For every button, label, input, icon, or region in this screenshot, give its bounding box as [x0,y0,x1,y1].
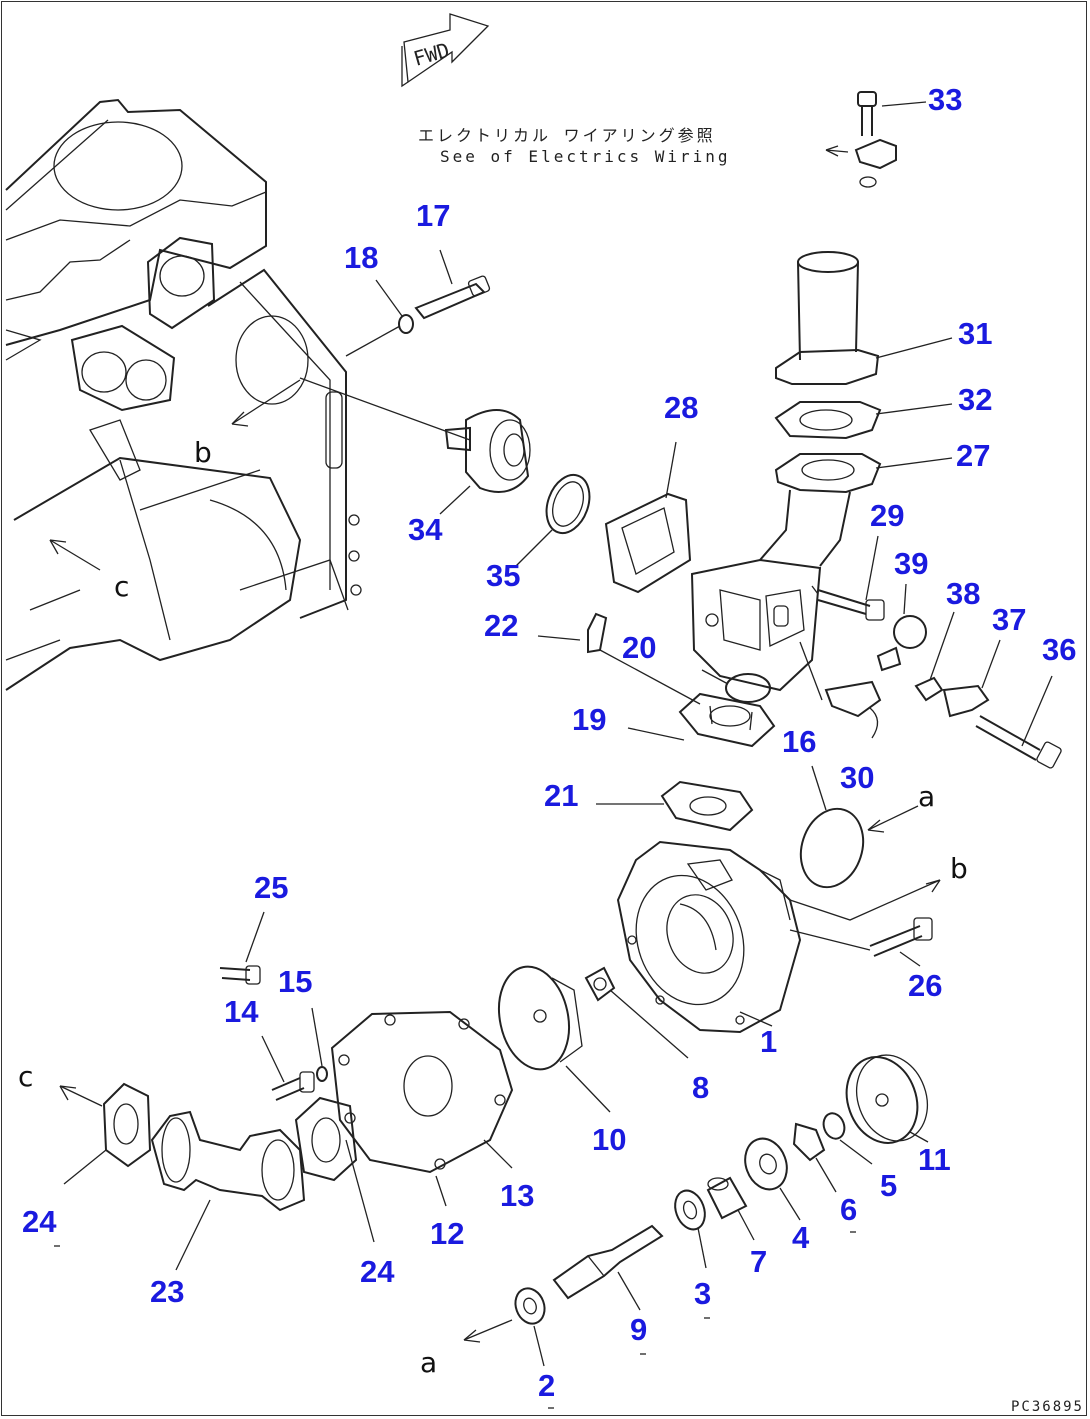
callout-13: 13 [500,1178,534,1213]
callout-33: 33 [928,82,962,117]
wiring-note-japanese: エレクトリカル ワイアリング参照 [418,126,716,145]
connection-c-top: c [114,570,129,603]
callout-17: 17 [416,198,450,233]
callout-26: 26 [908,968,942,1003]
dash-marks [54,1231,856,1409]
part-18-washer [398,314,414,334]
callout-15: 15 [278,964,312,999]
part-11-pulley [845,1054,928,1144]
part-39-plug [893,615,927,649]
part-29-bolt [811,585,885,621]
part-3-bearing [674,1189,706,1231]
callout-8: 8 [692,1070,709,1105]
part-9-shaft [552,1224,664,1300]
callout-2: 2 [538,1368,555,1403]
callout-38: 38 [946,576,980,611]
callout-4: 4 [792,1220,810,1255]
callout-labels: 1 2 3 4 5 6 7 8 9 10 11 12 13 14 15 16 1… [22,82,1076,1403]
connection-c-bottom: c [18,1060,33,1093]
part-27-housing [690,453,882,701]
callout-29: 29 [870,498,904,533]
part-39-washer [876,646,902,672]
part-36-bolt [975,715,1062,769]
callout-18: 18 [344,240,378,275]
callout-16: 16 [782,724,816,759]
callout-36: 36 [1042,632,1076,667]
part-4-bearing [744,1137,788,1191]
part-17-bolt [414,275,491,320]
callout-22: 22 [484,608,518,643]
callout-32: 32 [958,382,992,417]
part-16-oring [799,807,865,889]
part-2-bearing [514,1287,546,1325]
part-10-impeller [498,965,583,1071]
callout-20: 20 [622,630,656,665]
part-24-gasket-left [102,1082,152,1168]
forward-direction-badge: FWD [401,13,490,88]
connection-b-right: b [950,852,968,885]
part-1-pump-body [616,840,802,1034]
part-25-bolt [219,965,261,985]
callout-7: 7 [750,1244,767,1279]
engine-block [5,98,362,691]
part-33-bolt-sensor [825,91,897,188]
part-31-outlet [775,251,880,385]
callout-1: 1 [760,1024,777,1059]
connection-b-left: b [194,436,212,469]
drawing-code: PC36895 [1010,1399,1084,1415]
part-20-oring [725,673,771,703]
callout-25: 25 [254,870,288,905]
callout-5: 5 [880,1168,897,1203]
part-15-washer [316,1066,328,1082]
callout-27: 27 [956,438,990,473]
callout-35: 35 [486,558,520,593]
callout-19: 19 [572,702,606,737]
callout-37: 37 [992,602,1026,637]
callout-28: 28 [664,390,698,425]
wiring-note-english: See of Electrics Wiring [440,147,731,166]
part-7-spacer [706,1176,748,1220]
callout-31: 31 [958,316,992,351]
part-14-bolt [271,1071,315,1101]
callout-11: 11 [918,1142,951,1177]
callout-3: 3 [694,1276,711,1311]
callout-24-right: 24 [360,1254,395,1289]
part-34-housing [299,377,531,493]
part-21-gasket [660,780,754,832]
callout-10: 10 [592,1122,626,1157]
callout-12: 12 [430,1216,464,1251]
callout-14: 14 [224,994,259,1029]
part-32-gasket [774,401,882,440]
part-24-gasket-right [294,1096,358,1182]
part-8-seal [584,966,616,1002]
part-28-gasket [604,492,692,594]
callout-39: 39 [894,546,928,581]
callout-34: 34 [408,512,443,547]
part-22-bolt [537,612,608,654]
callout-30: 30 [840,760,874,795]
part-19-cover [678,692,776,748]
part-12-cover [330,1010,514,1174]
part-30-sensor [824,680,882,739]
part-23-elbow [150,1110,306,1212]
callout-9: 9 [630,1312,647,1347]
connection-a-bottom: a [420,1346,437,1379]
callout-21: 21 [544,778,578,813]
part-26-bolt [789,917,933,957]
connection-letters: a a b b c c [18,436,968,1379]
callout-23: 23 [150,1274,184,1309]
callout-24-left: 24 [22,1204,57,1239]
part-35-seal [545,473,591,535]
callout-6: 6 [840,1192,857,1227]
part-38-nut [914,676,944,702]
connection-a-top: a [918,780,935,813]
part-37-clip [942,684,990,718]
callout-leaders [63,101,1053,1367]
part-6-snap-ring [792,1122,826,1162]
part-5-nut [822,1112,846,1140]
